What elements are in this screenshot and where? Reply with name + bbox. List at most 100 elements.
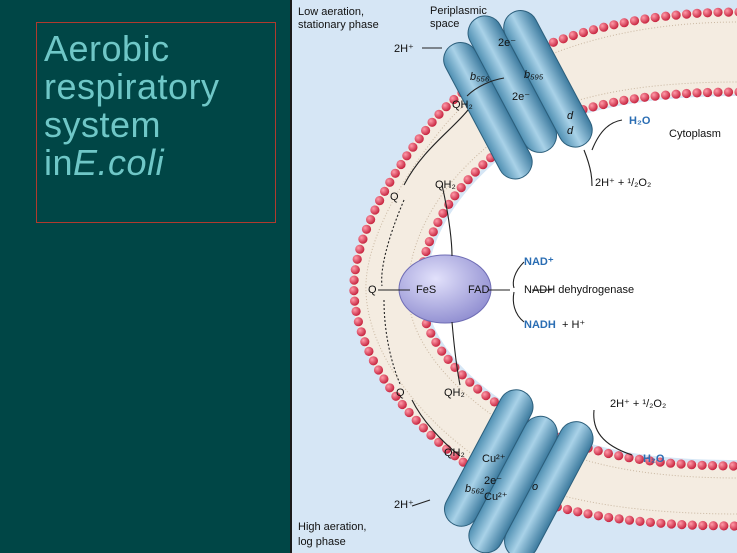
inner-lipid-head-bead: [609, 97, 619, 107]
inner-lipid-head-bead: [465, 377, 475, 387]
inner-lipid-head-bead: [437, 346, 447, 356]
bottom-protons-label: 2H⁺: [394, 499, 414, 511]
inner-lipid-head-bead: [718, 461, 728, 471]
inner-lipid-head-bead: [456, 183, 466, 193]
outer-lipid-head-bead: [619, 18, 629, 28]
inner-lipid-head-bead: [723, 87, 734, 97]
title-line-3: system: [44, 104, 162, 145]
outer-lipid-head-bead: [729, 521, 737, 531]
outer-lipid-head-bead: [434, 437, 444, 447]
qh2-top-2: QH₂: [435, 179, 456, 191]
outer-lipid-head-bead: [408, 142, 418, 152]
outer-lipid-head-bead: [702, 8, 713, 18]
top-water-label: H₂O: [629, 115, 651, 127]
nadh-label: NADH: [524, 319, 556, 331]
top-oxidase-complex: [443, 10, 593, 180]
title-organism: E.coli: [73, 142, 165, 183]
outer-lipid-head-bead: [568, 30, 578, 41]
bottom-subunit-3: [504, 421, 594, 553]
bottom-copper-2: Cu²⁺: [484, 491, 508, 503]
title-prefix: in: [44, 142, 74, 183]
arrow-top-water: [591, 119, 623, 151]
inner-lipid-head-bead: [428, 227, 438, 237]
outer-lipid-head-bead: [698, 520, 708, 531]
outer-lipid-head-bead: [352, 254, 362, 264]
top-protons-label: 2H⁺: [394, 43, 414, 55]
outer-lipid-head-bead: [390, 168, 400, 178]
respiratory-chain-figure: Low aeration, stationary phase Periplasm…: [290, 0, 737, 553]
outer-lipid-head-bead: [713, 7, 723, 17]
outer-lipid-head-bead: [349, 275, 359, 285]
outer-lipid-head-bead: [355, 244, 365, 254]
arrow-nadh: [512, 291, 525, 323]
top-heme-b556: b₅₅₆: [470, 71, 490, 83]
outer-lipid-head-bead: [599, 22, 609, 32]
outer-lipid-head-bead: [349, 286, 359, 296]
nadh-dehydrogenase-enzyme: [398, 254, 492, 324]
outer-lipid-head-bead: [366, 215, 376, 225]
inner-lipid-head-bead: [692, 88, 702, 98]
bottom-heme-o: o: [532, 481, 538, 493]
outer-lipid-head-bead: [656, 518, 666, 528]
outer-lipid-head-bead: [682, 9, 692, 19]
outer-lipid-head-bead: [635, 516, 645, 527]
outer-lipid-head-bead: [379, 374, 389, 384]
bottom-copper-1: Cu²⁺: [482, 453, 506, 465]
inner-lipid-head-bead: [624, 453, 634, 463]
arrow-q-path-top: [381, 199, 405, 287]
inner-lipid-head-bead: [707, 461, 718, 471]
outer-lipid-head-bead: [364, 346, 374, 356]
title-frame: [36, 22, 276, 223]
nad-label: NAD⁺: [524, 256, 554, 268]
inner-lipid-head-bead: [603, 448, 613, 459]
top-electrons-label-2: 2e⁻: [512, 91, 530, 103]
inner-lipid-head-bead: [431, 337, 441, 347]
outer-lipid-head-bead: [458, 457, 468, 467]
inner-lipid-head-bead: [655, 457, 665, 467]
electron-flow-arrows: [378, 47, 633, 507]
outer-lipid-head-bead: [418, 423, 428, 433]
qh2-bottom-1: QH₂: [444, 387, 465, 399]
inner-lipid-head-bead: [473, 384, 483, 394]
slide-title: Aerobic respiratory system inE.coli: [44, 30, 274, 182]
outer-lipid-head-bead: [421, 125, 431, 136]
outer-lipid-head-bead: [360, 337, 370, 347]
q-mid: Q: [368, 284, 377, 296]
inner-lipid-head-bead: [438, 208, 448, 218]
inner-lipid-head-bead: [687, 460, 697, 470]
outer-lipid-head-bead: [666, 519, 676, 529]
arrow-qh2-top-to-q: [403, 109, 469, 186]
outer-lipid-head-bead: [671, 10, 681, 20]
outer-lipid-head-bead: [358, 234, 368, 244]
fad-label: FAD: [468, 284, 489, 296]
bottom-reactants-label: 2H⁺ + ¹/₂O₂: [610, 398, 666, 410]
outer-lipid-head-bead: [692, 8, 702, 18]
outer-lipid-head-bead: [677, 520, 687, 530]
membrane-diagram: Low aeration, stationary phase Periplasm…: [292, 0, 737, 553]
diagram-labels: Low aeration, stationary phase Periplasm…: [298, 5, 721, 548]
periplasm-line-1: Periplasmic: [430, 5, 487, 17]
outer-lipid-head-bead: [350, 296, 360, 306]
cytoplasm-region: [426, 96, 737, 460]
inner-lipid-head-bead: [645, 456, 655, 466]
nadh-dehydrogenase-label: NADH dehydrogenase: [524, 284, 634, 296]
outer-lipid-head-bead: [350, 265, 360, 275]
arrow-q-path-bottom: [383, 299, 401, 385]
inner-lipid-head-bead: [426, 328, 436, 338]
outer-lipid-head-bead: [356, 327, 366, 337]
fes-label: FeS: [416, 284, 436, 296]
outer-lipid-head-bead: [548, 37, 558, 47]
outer-lipid-head-bead: [645, 517, 655, 528]
bottom-electrons-label: 2e⁻: [484, 475, 502, 487]
arrow-bottom-water: [593, 409, 633, 456]
outer-lipid-head-bead: [604, 512, 614, 523]
inner-lipid-head-bead: [470, 167, 480, 177]
inner-lipid-head-bead: [593, 446, 603, 456]
outer-lipid-head-bead: [375, 196, 385, 206]
inner-lipid-head-bead: [661, 90, 671, 100]
title-line-2: respiratory: [44, 66, 220, 107]
outer-lipid-head-bead: [361, 224, 372, 234]
outer-lipid-head-bead: [397, 399, 407, 410]
inner-lipid-head-bead: [666, 458, 676, 468]
outer-lipid-head-bead: [558, 34, 568, 44]
